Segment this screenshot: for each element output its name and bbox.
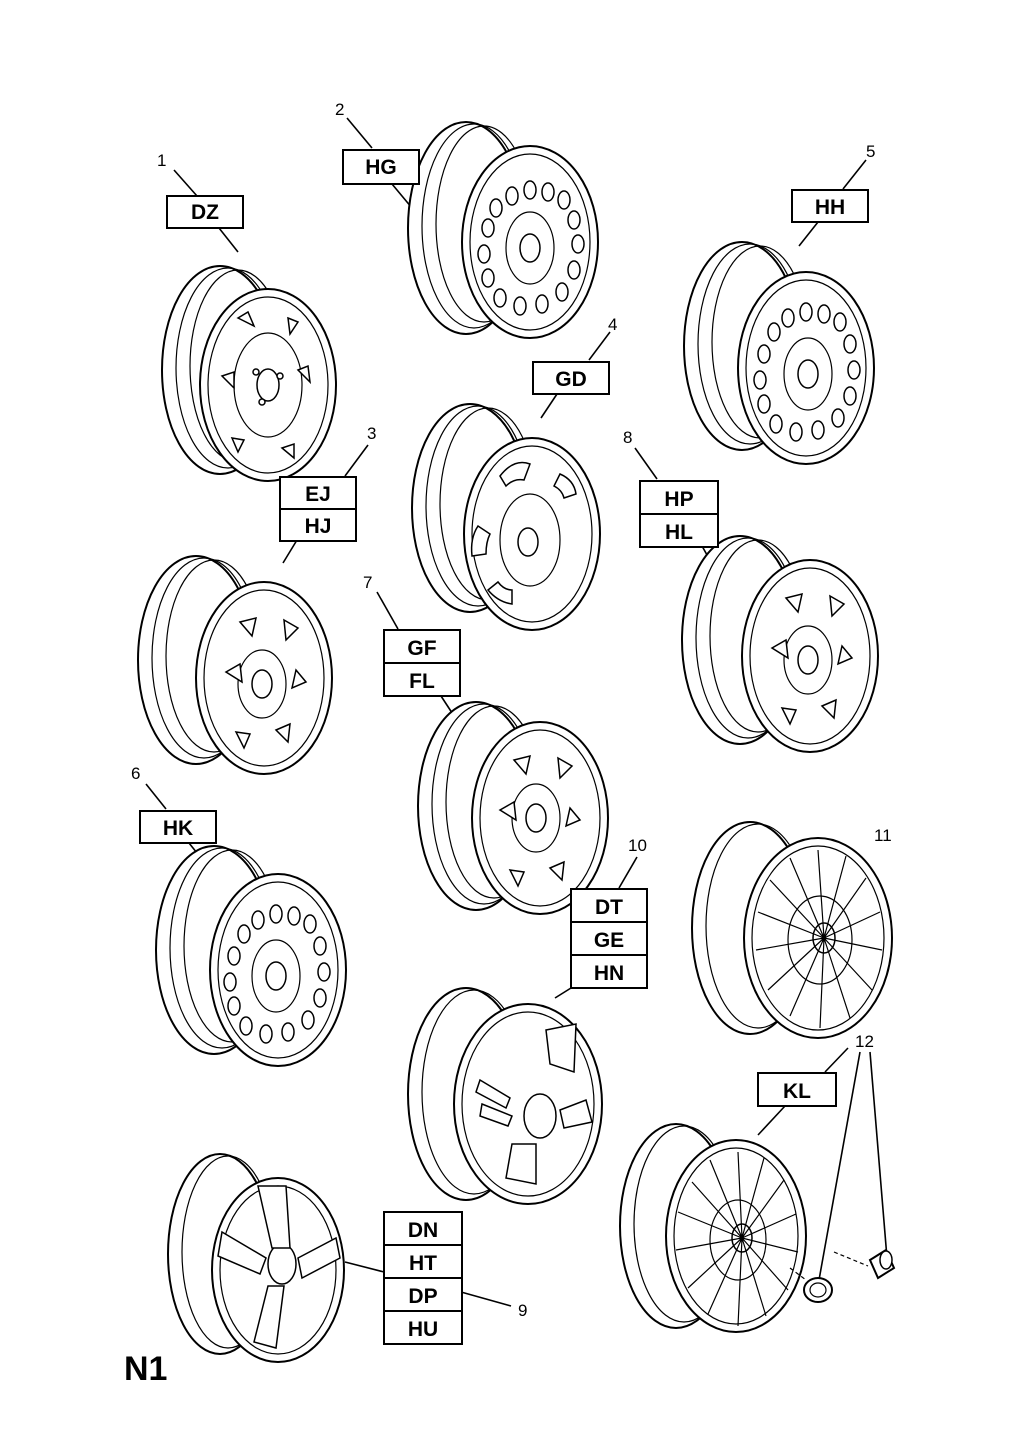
callout-code: GF bbox=[407, 637, 436, 660]
callout-code: KL bbox=[783, 1080, 811, 1103]
callout-code: HU bbox=[408, 1318, 438, 1341]
wheel-11-alloy-multi-spoke bbox=[691, 821, 893, 1039]
callout-code: EJ bbox=[305, 483, 331, 506]
callout-number: 4 bbox=[608, 315, 617, 334]
callout-number: 12 bbox=[855, 1032, 874, 1051]
callout-3: 3 EJ HJ bbox=[279, 424, 376, 542]
callout-number: 8 bbox=[623, 428, 632, 447]
wheel-8-steel-five-spoke bbox=[681, 535, 879, 753]
callout-12: 12 KL bbox=[757, 1032, 874, 1107]
callout-number: 3 bbox=[367, 424, 376, 443]
callout-code: HG bbox=[365, 156, 397, 179]
callout-code: HN bbox=[594, 962, 624, 985]
center-cap bbox=[789, 1267, 833, 1303]
callout-number: 10 bbox=[628, 836, 647, 855]
callout-2: 2 HG bbox=[335, 100, 420, 185]
callout-8: 8 HP HL bbox=[623, 428, 719, 548]
callout-code: HT bbox=[409, 1252, 437, 1275]
callout-7: 7 GF FL bbox=[363, 573, 461, 697]
callout-5: 5 HH bbox=[791, 142, 875, 223]
callout-code: DN bbox=[408, 1219, 438, 1242]
wheel-4-steel-slotted bbox=[411, 403, 601, 631]
callout-code: HL bbox=[665, 521, 693, 544]
callout-code: HH bbox=[815, 196, 845, 219]
wheel-10-alloy-three-spoke bbox=[407, 987, 603, 1205]
wheel-12-alloy-multi-spoke bbox=[619, 1123, 807, 1333]
callout-number: 11 bbox=[874, 826, 892, 845]
callout-code: DP bbox=[408, 1285, 437, 1308]
callout-code: GE bbox=[594, 929, 624, 952]
callout-code: GD bbox=[555, 368, 587, 391]
callout-code: FL bbox=[409, 670, 435, 693]
callout-code: DZ bbox=[191, 201, 219, 224]
callout-4: 4 GD bbox=[532, 315, 617, 395]
callout-10: 10 DT GE HN bbox=[570, 836, 648, 989]
callout-code: HK bbox=[163, 817, 193, 840]
callout-number: 9 bbox=[518, 1301, 527, 1320]
wheel-1-steel-trapezoid-holes bbox=[161, 265, 337, 482]
callout-11: 11 bbox=[874, 826, 892, 845]
callout-1: 1 DZ bbox=[157, 151, 244, 229]
wheel-7-steel-five-spoke bbox=[417, 701, 609, 915]
callout-code: HP bbox=[664, 488, 693, 511]
callout-9: 9 DN HT DP HU bbox=[383, 1211, 527, 1345]
callout-number: 2 bbox=[335, 100, 344, 119]
page-code: N1 bbox=[124, 1350, 167, 1388]
callout-number: 5 bbox=[866, 142, 875, 161]
callout-number: 7 bbox=[363, 573, 372, 592]
callout-code: HJ bbox=[305, 515, 332, 538]
callout-6: 6 HK bbox=[131, 764, 217, 844]
callout-code: DT bbox=[595, 896, 623, 919]
wheel-3-steel-five-spoke bbox=[137, 555, 333, 775]
wheel-bolt bbox=[833, 1248, 896, 1280]
wheel-6-steel-round-holes bbox=[155, 845, 347, 1067]
wheel-2-steel-round-holes bbox=[407, 121, 599, 339]
wheel-9-alloy-four-spoke bbox=[167, 1153, 345, 1363]
callout-number: 6 bbox=[131, 764, 140, 783]
callout-number: 1 bbox=[157, 151, 166, 170]
wheel-5-steel-round-holes bbox=[683, 241, 875, 465]
